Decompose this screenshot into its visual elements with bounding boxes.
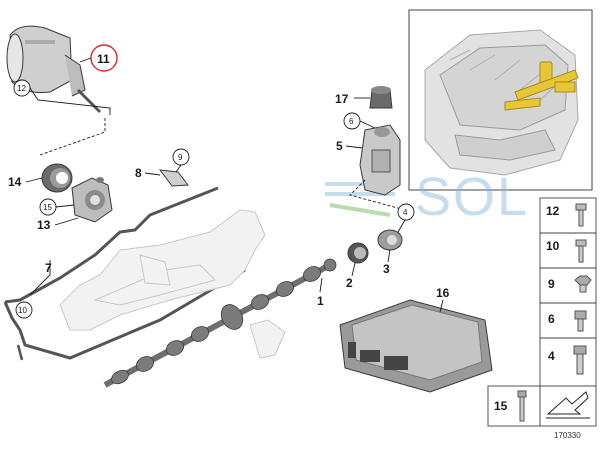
legend-label-10: 10 — [546, 239, 560, 253]
callout-6: 6 — [349, 117, 354, 126]
legend-label-12: 12 — [546, 204, 560, 218]
engine-block-illustration — [424, 29, 579, 176]
seal-ring-part-14 — [41, 163, 73, 193]
hex-bolt-icon — [574, 275, 592, 293]
callout-15: 15 — [43, 203, 52, 212]
callout-17: 17 — [335, 92, 349, 106]
callout-ring-10 — [15, 301, 33, 319]
socket-bolt-icon — [574, 310, 587, 332]
callout-7: 7 — [45, 261, 52, 275]
engine-inset — [408, 9, 593, 191]
watermark-text: SOL — [415, 167, 529, 227]
callout-3: 3 — [383, 262, 390, 276]
callout-13: 13 — [37, 218, 51, 232]
legend-row-10: 10 — [546, 239, 587, 263]
callout-ring-4 — [397, 203, 415, 221]
camshaft-part-1 — [103, 258, 337, 388]
control-unit-part-16 — [339, 299, 493, 393]
sensor-housing-part-5 — [359, 124, 401, 196]
callout-9: 9 — [178, 153, 183, 162]
callout-8: 8 — [135, 166, 142, 180]
legend-label-9: 9 — [548, 277, 555, 291]
callout-14: 14 — [8, 175, 22, 189]
callout-5: 5 — [336, 139, 343, 153]
legend-label-4: 4 — [548, 349, 555, 363]
callout-4: 4 — [403, 208, 408, 217]
callout-12: 12 — [17, 84, 26, 93]
flange-part-13 — [71, 177, 113, 223]
legend-label-15: 15 — [494, 399, 508, 413]
bearing-part-2 — [347, 242, 369, 264]
servomotor-part-11 — [6, 25, 102, 114]
legend-row-15: 15 — [494, 390, 527, 422]
bolt-medium-icon — [575, 239, 587, 263]
bolt-long-icon — [575, 203, 587, 227]
flange-bolt-icon — [573, 345, 587, 375]
sensor-wheel-part-3 — [377, 229, 403, 251]
direction-arrow-icon — [546, 391, 590, 419]
reference-number: 170330 — [554, 431, 581, 440]
watermark: SOL — [325, 167, 529, 227]
callout-11: 11 — [97, 52, 110, 66]
long-pin-icon — [517, 390, 527, 422]
legend-row-6: 6 — [548, 310, 587, 332]
callout-1: 1 — [317, 294, 324, 308]
legend-row-9: 9 — [548, 275, 592, 293]
legend-row-12: 12 — [546, 203, 587, 227]
fastener-legend: 12 10 9 6 — [487, 197, 597, 427]
bracket-part-8 — [158, 169, 189, 187]
callout-10: 10 — [18, 306, 27, 315]
highlighted-valvetronic-part — [504, 61, 579, 111]
legend-label-6: 6 — [548, 312, 555, 326]
legend-row-4: 4 — [548, 345, 587, 375]
oil-line-part-7 — [3, 186, 246, 361]
callout-2: 2 — [346, 276, 353, 290]
callout-16: 16 — [436, 286, 450, 300]
cap-part-17 — [369, 86, 393, 109]
cylinder-head-frame — [59, 209, 286, 359]
